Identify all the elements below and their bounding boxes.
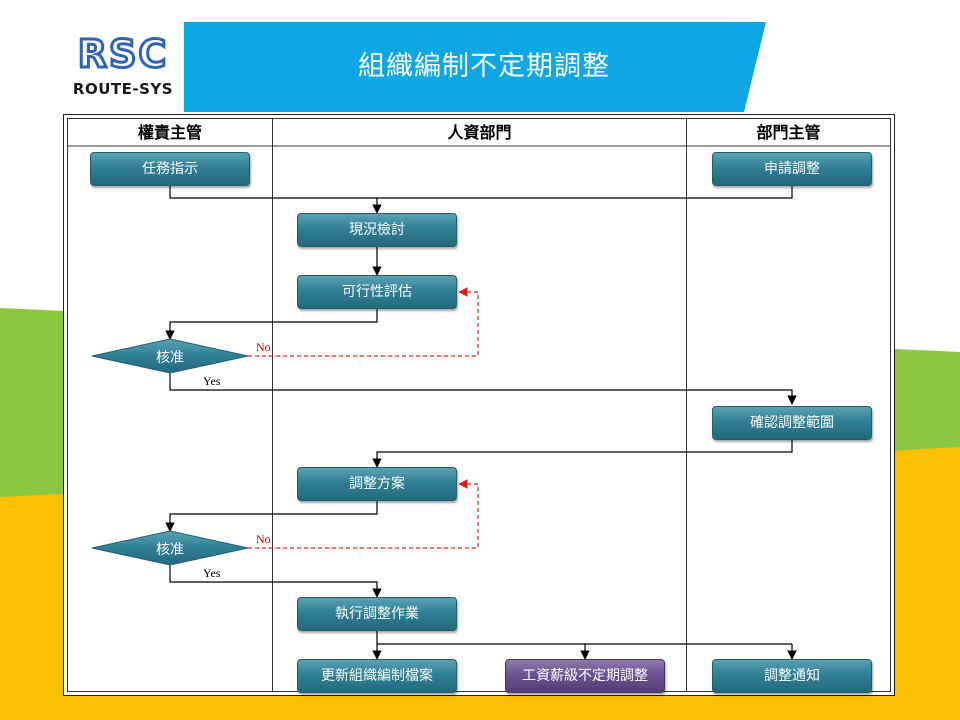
arrow-plan-to-approve2 — [165, 499, 378, 532]
arrow-approve1-yes — [169, 373, 797, 405]
label-no-2: No — [256, 532, 271, 546]
arrow-approve2-yes — [169, 565, 382, 598]
box-notify: 調整通知 — [712, 659, 872, 693]
box-apply-adjust: 申請調整 — [712, 152, 872, 186]
lane-header-hr: 人資部門 — [447, 123, 512, 142]
box-confirm-scope: 確認調整範圍 — [712, 406, 872, 440]
arrow-approve2-no — [248, 479, 479, 549]
decision-label-approve-2: 核准 — [156, 542, 184, 558]
flowchart-frame — [63, 114, 895, 696]
lane-header-authority: 權責主管 — [137, 123, 202, 142]
box-feasibility: 可行性評估 — [297, 275, 457, 309]
box-update-files: 更新組織編制檔案 — [297, 659, 457, 693]
arrow-feasibility-to-approve1 — [165, 307, 378, 340]
decision-approve-2 — [91, 530, 249, 566]
box-execute: 執行調整作業 — [297, 597, 457, 631]
label-yes-1: Yes — [203, 374, 221, 388]
logo-text: ROUTE-SYS — [72, 80, 174, 98]
logo-mark: RSC — [76, 34, 169, 76]
decision-label-approve-1: 核准 — [156, 350, 184, 366]
box-task-instruction: 任務指示 — [90, 152, 250, 186]
page-title: 組織編制不定期調整 — [358, 51, 610, 82]
label-no-1: No — [256, 340, 271, 354]
arrow-approve1-no — [248, 287, 479, 357]
flowchart-inner-frame — [67, 118, 891, 692]
box-salary-adjust: 工資薪級不定期調整 — [505, 659, 665, 693]
lane-header-dept: 部門主管 — [756, 123, 821, 142]
label-yes-2: Yes — [203, 566, 221, 580]
title-banner — [184, 22, 766, 112]
connector-task-to-review — [169, 184, 793, 199]
box-status-review: 現況檢討 — [297, 213, 457, 247]
box-adjust-plan: 調整方案 — [297, 467, 457, 501]
decision-approve-1 — [91, 338, 249, 374]
arrow-confirm-to-plan — [372, 438, 793, 468]
logo-letters: RSC — [78, 34, 169, 76]
logo — [62, 22, 184, 110]
